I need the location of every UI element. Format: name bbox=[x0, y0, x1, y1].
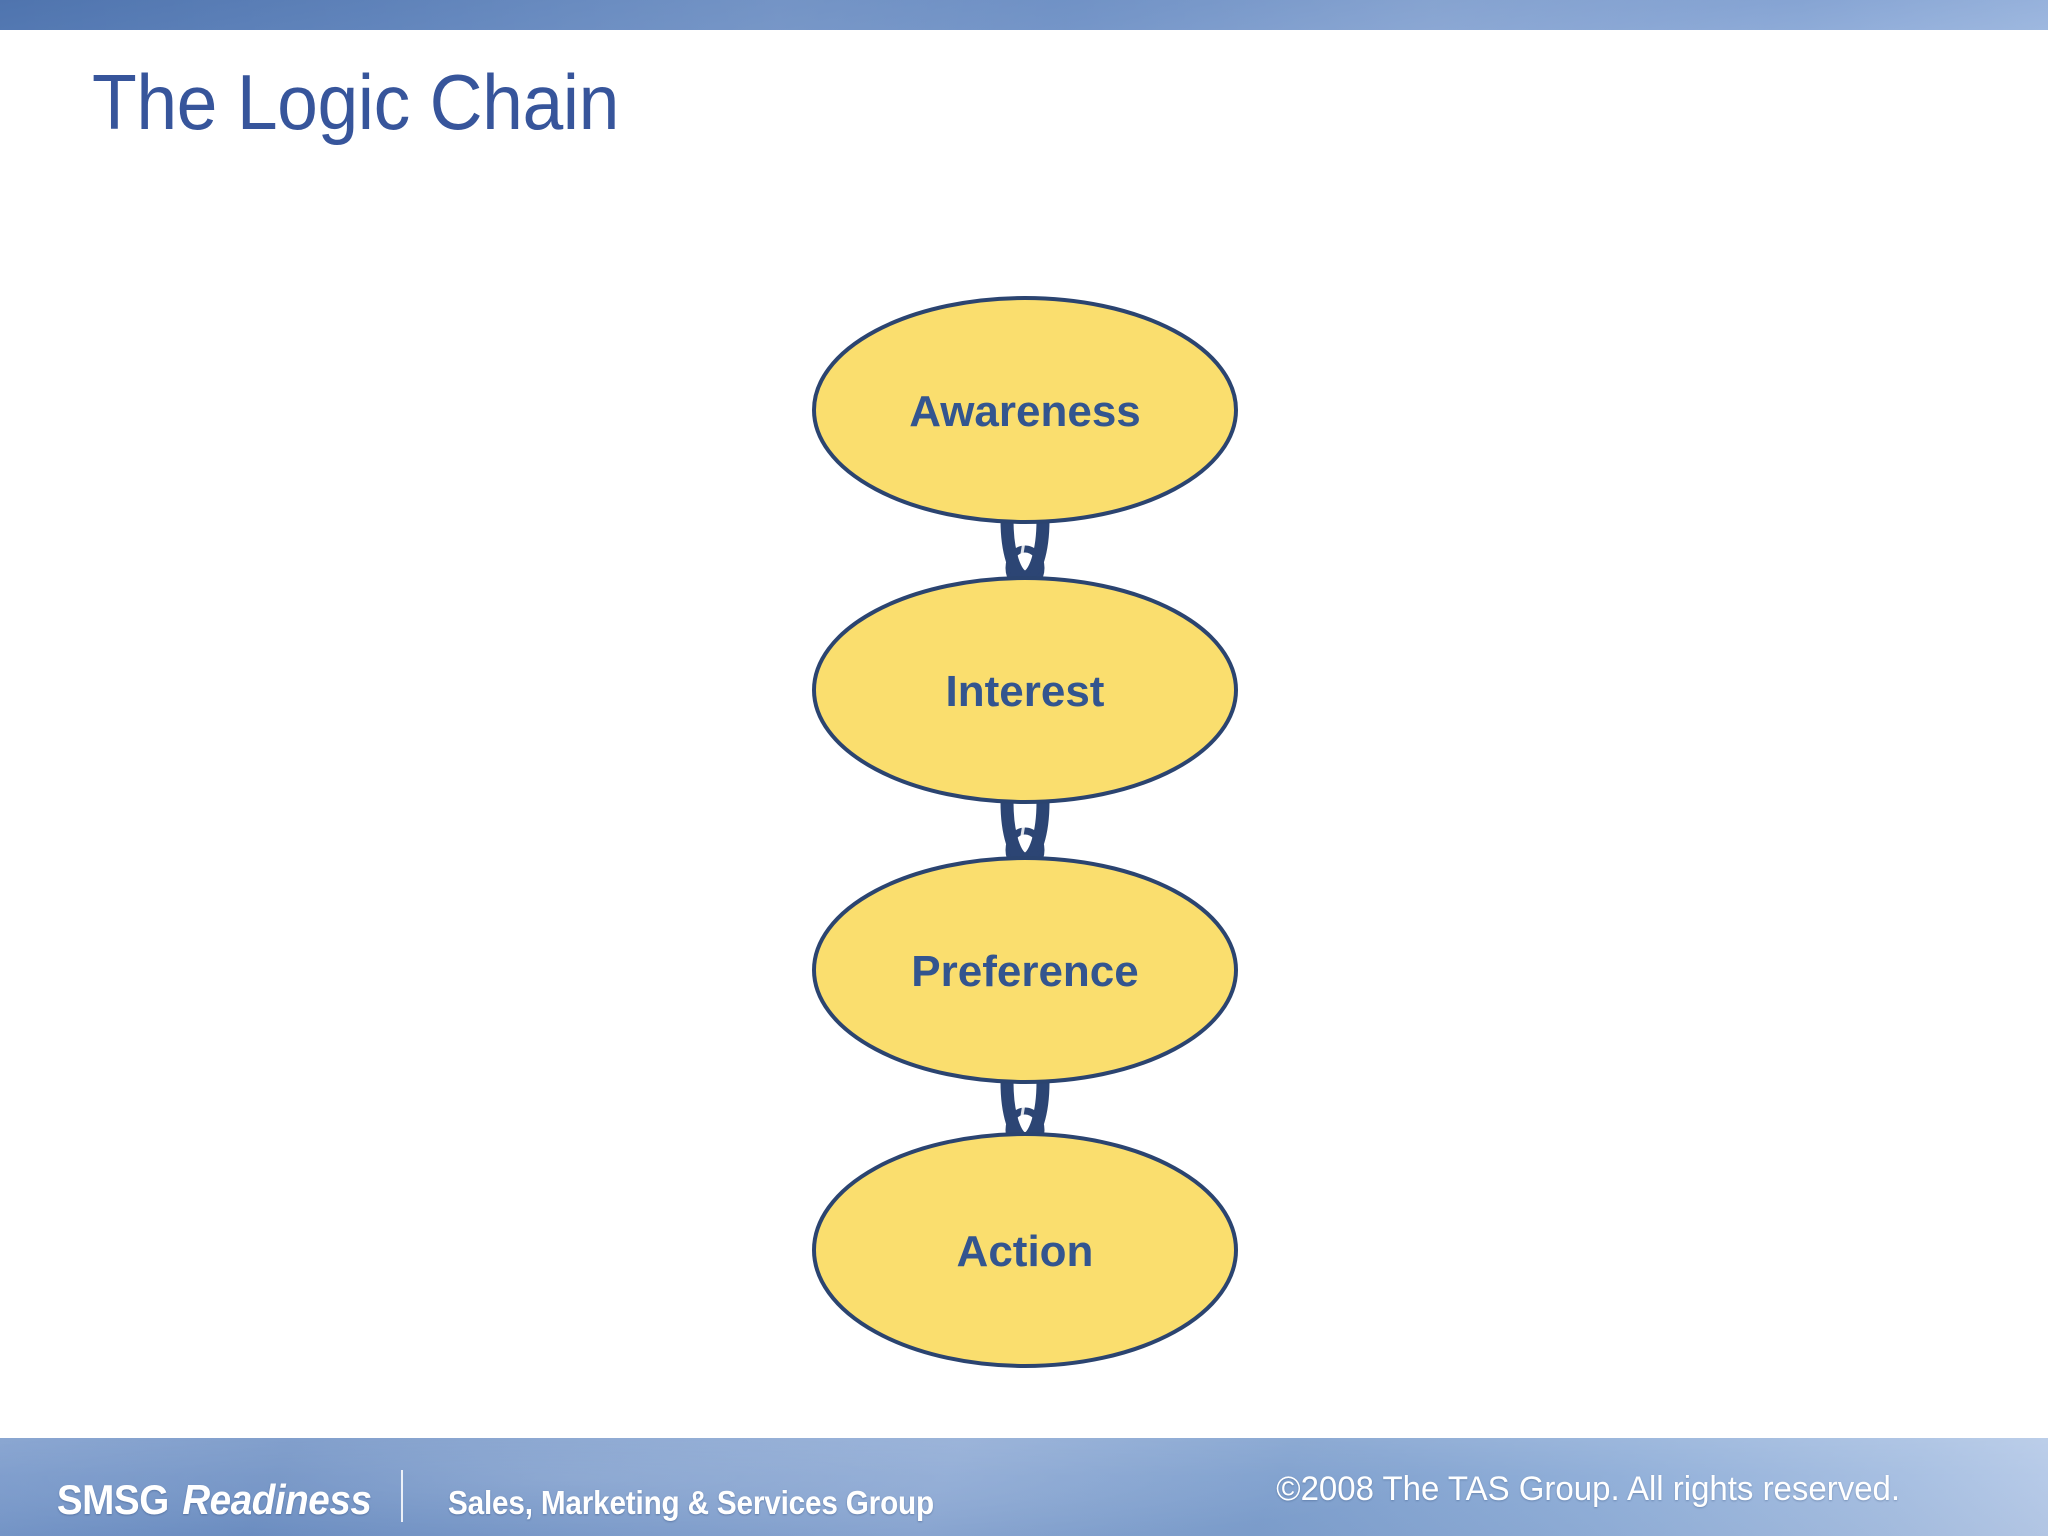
chain-node-label: Interest bbox=[946, 667, 1105, 716]
footer-band bbox=[0, 1438, 2048, 1536]
node-ellipse bbox=[812, 1132, 1238, 1368]
footer-band-sheen bbox=[0, 1438, 2048, 1536]
top-decorative-band bbox=[0, 0, 2048, 30]
chain-node-label: Awareness bbox=[909, 387, 1141, 436]
chain-node-interest[interactable]: Interest bbox=[812, 576, 1238, 804]
logo-divider bbox=[401, 1470, 404, 1522]
node-ellipse bbox=[812, 576, 1238, 804]
chain-node-label: Action bbox=[957, 1227, 1094, 1276]
logic-chain-diagram: Awareness Interest Preference Action bbox=[810, 250, 1240, 1370]
chain-node-label: Preference bbox=[911, 947, 1138, 996]
node-ellipse bbox=[812, 856, 1238, 1084]
logo-primary-text: SMSG bbox=[56, 1476, 169, 1523]
logo-secondary-text: Readiness bbox=[181, 1476, 372, 1523]
smsg-readiness-logo: SMSG Readiness Sales, Marketing & Servic… bbox=[52, 1462, 961, 1524]
chain-node-awareness[interactable]: Awareness bbox=[812, 296, 1238, 524]
top-band-sheen bbox=[0, 0, 2048, 30]
logo-tagline-text: Sales, Marketing & Services Group bbox=[448, 1484, 935, 1521]
page-title: The Logic Chain bbox=[92, 58, 619, 146]
chain-node-action[interactable]: Action bbox=[812, 1132, 1238, 1368]
chain-node-preference[interactable]: Preference bbox=[812, 856, 1238, 1084]
copyright-text: ©2008 The TAS Group. All rights reserved… bbox=[1276, 1470, 1900, 1508]
node-ellipse bbox=[812, 296, 1238, 524]
